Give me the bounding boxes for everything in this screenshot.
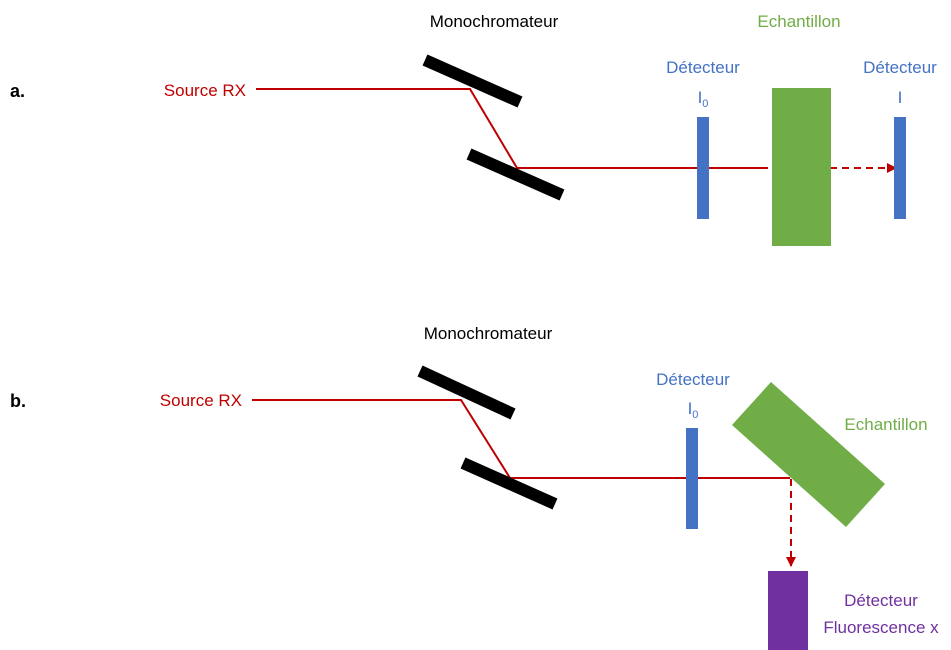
panel-a-detector-i0 — [697, 117, 709, 219]
panel-b-mono-crystal-2 — [460, 457, 558, 510]
panel-a-detector-i0-label: Détecteur — [666, 58, 740, 77]
panel-a-source-label: Source RX — [164, 81, 246, 100]
panel-b-sample-label: Echantillon — [844, 415, 927, 434]
panel-a-sample-label: Echantillon — [757, 12, 840, 31]
panel-a-label: a. — [10, 81, 25, 101]
panel-a-monochromator-label: Monochromateur — [430, 12, 559, 31]
panel-a-xray-beam — [256, 88, 768, 169]
panel-a-detector-i — [894, 117, 906, 219]
panel-b-mono-crystal-1 — [417, 365, 516, 420]
panel-b-detector-i0 — [686, 428, 698, 529]
panel-b-label: b. — [10, 391, 26, 411]
panel-a-mono-crystal-2 — [466, 148, 565, 201]
panel-b-detector-i0-label: Détecteur — [656, 370, 730, 389]
panel-b-detector-i0-symbol: I0 — [688, 399, 699, 421]
panel-b-fluo-detector — [768, 571, 808, 650]
panel-b: b. Source RX Monochromateur Echantillon … — [10, 324, 939, 650]
panel-b-monochromator-label: Monochromateur — [424, 324, 553, 343]
panel-a: a. Source RX Monochromateur Echantillon … — [10, 12, 937, 246]
panel-a-detector-i0-symbol: I0 — [698, 88, 709, 110]
panel-b-fluo-detector-label: Détecteur — [844, 591, 918, 610]
panel-a-detector-i-symbol: I — [898, 88, 903, 107]
panel-a-detector-i-label: Détecteur — [863, 58, 937, 77]
panel-b-fluo-detector-sublabel: Fluorescence x — [823, 618, 939, 637]
panel-b-source-label: Source RX — [160, 391, 242, 410]
panel-b-xray-beam — [252, 399, 790, 479]
panel-a-sample — [772, 88, 831, 246]
panel-b-sample — [732, 382, 885, 527]
panel-a-mono-crystal-1 — [422, 54, 523, 108]
